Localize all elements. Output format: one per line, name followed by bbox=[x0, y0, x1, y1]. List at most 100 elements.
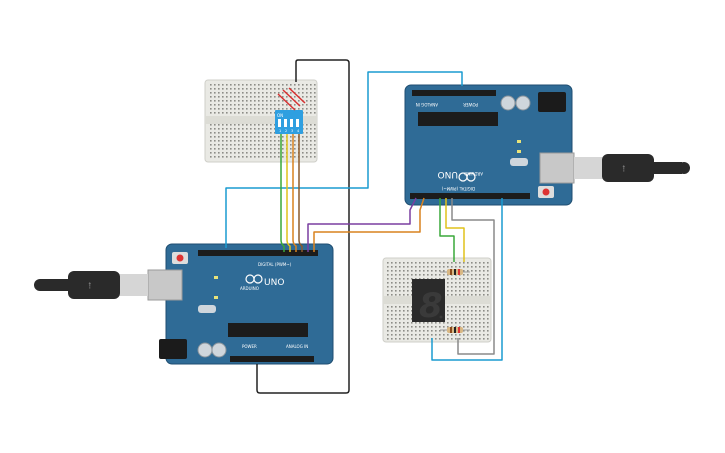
breadboard-hole bbox=[254, 140, 256, 142]
breadboard-hole bbox=[234, 96, 236, 98]
breadboard-hole bbox=[246, 140, 248, 142]
breadboard-hole bbox=[306, 140, 308, 142]
breadboard-hole bbox=[471, 334, 473, 336]
breadboard-hole bbox=[411, 274, 413, 276]
breadboard-hole bbox=[403, 334, 405, 336]
header-digital[interactable] bbox=[198, 250, 318, 256]
breadboard-hole bbox=[479, 282, 481, 284]
breadboard-hole bbox=[419, 322, 421, 324]
wire-yellow-right[interactable] bbox=[445, 198, 465, 262]
resistor-bottom[interactable] bbox=[440, 327, 470, 333]
breadboard-hole bbox=[391, 262, 393, 264]
breadboard-hole bbox=[214, 92, 216, 94]
breadboard-hole bbox=[455, 294, 457, 296]
breadboard-hole bbox=[286, 100, 288, 102]
usb-cable-right[interactable]: ⭫ bbox=[574, 154, 690, 182]
breadboard-hole bbox=[443, 322, 445, 324]
wire-purple[interactable] bbox=[307, 197, 417, 252]
breadboard-hole bbox=[218, 96, 220, 98]
breadboard-hole bbox=[230, 136, 232, 138]
breadboard-hole bbox=[270, 132, 272, 134]
wire-orange-long[interactable] bbox=[313, 197, 425, 252]
breadboard-hole bbox=[435, 262, 437, 264]
breadboard-hole bbox=[250, 84, 252, 86]
dip-switch-lever[interactable] bbox=[284, 119, 287, 127]
breadboard-hole bbox=[278, 100, 280, 102]
wire-green-right[interactable] bbox=[439, 198, 455, 262]
breadboard-hole bbox=[282, 156, 284, 158]
breadboard-hole bbox=[222, 88, 224, 90]
breadboard-hole bbox=[439, 330, 441, 332]
wire-blue-right[interactable] bbox=[431, 198, 503, 361]
usb-port[interactable] bbox=[539, 152, 575, 184]
breadboard-hole bbox=[439, 326, 441, 328]
wire-green[interactable] bbox=[280, 134, 285, 252]
breadboard-hole bbox=[387, 326, 389, 328]
wire-orange-short[interactable] bbox=[292, 134, 297, 252]
arduino-uno-right[interactable]: UNO ARDUINO DIGITAL (PWM~) POWER ANALOG … bbox=[404, 84, 575, 206]
header-power-analog[interactable] bbox=[412, 90, 496, 96]
usb-port[interactable] bbox=[147, 269, 183, 301]
breadboard-hole bbox=[419, 330, 421, 332]
header-power-analog[interactable] bbox=[230, 356, 314, 362]
breadboard-hole bbox=[431, 266, 433, 268]
breadboard-hole bbox=[266, 92, 268, 94]
resistor-top[interactable] bbox=[440, 269, 470, 275]
breadboard-hole bbox=[306, 84, 308, 86]
breadboard-top[interactable] bbox=[204, 79, 318, 163]
dip-switch-pos-1: 1 bbox=[279, 129, 281, 133]
breadboard-hole bbox=[222, 108, 224, 110]
breadboard-hole bbox=[222, 128, 224, 130]
seven-segment-display[interactable]: 8 bbox=[412, 279, 445, 326]
breadboard-hole bbox=[475, 326, 477, 328]
breadboard-hole bbox=[274, 112, 276, 114]
breadboard-hole bbox=[282, 88, 284, 90]
breadboard-hole bbox=[475, 274, 477, 276]
breadboard-hole bbox=[238, 96, 240, 98]
wire-gray[interactable] bbox=[451, 198, 495, 355]
breadboard-hole bbox=[234, 152, 236, 154]
breadboard-hole bbox=[483, 274, 485, 276]
breadboard-hole bbox=[258, 108, 260, 110]
breadboard-hole bbox=[483, 322, 485, 324]
dip-switch[interactable]: ON 1 2 3 4 bbox=[275, 110, 303, 134]
dip-switch-lever[interactable] bbox=[278, 119, 281, 127]
usb-cable-left[interactable]: ⭫ bbox=[34, 271, 148, 299]
power-jack[interactable] bbox=[159, 339, 187, 359]
wire-yellow[interactable] bbox=[286, 134, 291, 252]
breadboard-hole bbox=[399, 290, 401, 292]
breadboard-hole bbox=[278, 104, 280, 106]
dip-switch-lever[interactable] bbox=[296, 119, 299, 127]
wire-red-group[interactable] bbox=[277, 87, 306, 111]
power-jack[interactable] bbox=[538, 92, 566, 112]
breadboard-hole bbox=[471, 338, 473, 340]
header-digital[interactable] bbox=[410, 193, 530, 199]
wire-blue-long[interactable] bbox=[225, 71, 463, 248]
breadboard-hole bbox=[391, 330, 393, 332]
breadboard-hole bbox=[218, 156, 220, 158]
breadboard-hole bbox=[423, 322, 425, 324]
breadboard-hole bbox=[314, 128, 316, 130]
breadboard-hole bbox=[479, 270, 481, 272]
breadboard-hole bbox=[423, 326, 425, 328]
breadboard-hole bbox=[471, 318, 473, 320]
breadboard-hole bbox=[463, 270, 465, 272]
breadboard-hole bbox=[222, 84, 224, 86]
led-l bbox=[517, 140, 521, 143]
breadboard-hole bbox=[431, 274, 433, 276]
breadboard-hole bbox=[214, 100, 216, 102]
wire-brown[interactable] bbox=[298, 134, 303, 252]
arduino-uno-left[interactable]: UNO ARDUINO DIGITAL (PWM~) POWER ANALOG … bbox=[147, 243, 334, 365]
breadboard-hole bbox=[483, 290, 485, 292]
breadboard-hole bbox=[451, 290, 453, 292]
breadboard-hole bbox=[270, 152, 272, 154]
breadboard-hole bbox=[230, 112, 232, 114]
breadboard-hole bbox=[314, 100, 316, 102]
breadboard-hole bbox=[475, 282, 477, 284]
wire-black[interactable] bbox=[256, 59, 350, 394]
breadboard-hole bbox=[387, 262, 389, 264]
breadboard-hole bbox=[258, 128, 260, 130]
breadboard-hole bbox=[487, 286, 489, 288]
dip-switch-lever[interactable] bbox=[290, 119, 293, 127]
